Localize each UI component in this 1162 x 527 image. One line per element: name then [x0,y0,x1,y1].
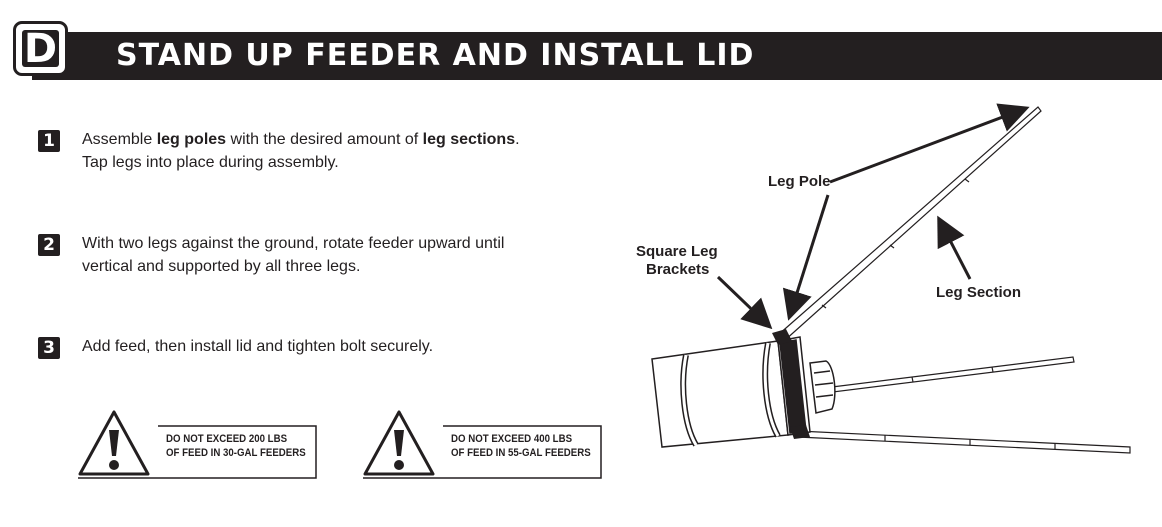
step-2-number: 2 [43,234,55,255]
feeder-leg-diagram: Leg Pole Square Leg Brackets Leg Section [600,95,1162,515]
step-1-term-leg-sections: leg sections [422,131,516,148]
label-square-leg-brackets-line2: Brackets [646,261,710,278]
warning-400lbs-line1: DO NOT EXCEED 400 LBS [451,433,573,445]
callout-arrows [716,103,1030,330]
step-3-text: Add feed, then install lid and tighten b… [82,335,602,358]
warning-200lbs-line2: OF FEED IN 30-GAL FEEDERS [166,447,306,459]
warning-400lbs: DO NOT EXCEED 400 LBS OF FEED IN 55-GAL … [363,408,608,480]
leg-middle [831,356,1075,393]
step-2-line2: vertical and supported by all three legs… [82,258,361,275]
feeder-barrel [651,336,836,448]
step-1-text: Assemble leg poles with the desired amou… [82,128,602,174]
exclamation-icon [394,430,404,470]
step-3-badge: 3 [38,337,60,359]
page-title: STAND UP FEEDER AND INSTALL LID [116,38,755,73]
warning-200lbs: DO NOT EXCEED 200 LBS OF FEED IN 30-GAL … [78,408,323,480]
step-1-badge: 1 [38,130,60,152]
exclamation-icon [109,430,119,470]
warning-400lbs-text: DO NOT EXCEED 400 LBS OF FEED IN 55-GAL … [451,432,591,460]
warning-200lbs-line1: DO NOT EXCEED 200 LBS [166,433,288,445]
leg-lower [797,430,1131,454]
header-bar [32,32,1162,80]
section-letter-fill: D [22,25,59,72]
step-1-text-a: Assemble [82,131,157,148]
step-1-number: 1 [43,130,55,151]
square-leg-bracket-lower [790,425,810,439]
label-square-leg-brackets-line1: Square Leg [636,243,718,260]
step-1-text-b: with the desired amount of [226,131,423,148]
warning-400lbs-line2: OF FEED IN 55-GAL FEEDERS [451,447,591,459]
step-2-badge: 2 [38,234,60,256]
square-leg-bracket-upper [772,329,792,345]
step-1-line2: Tap legs into place during assembly. [82,154,339,171]
step-1-text-c: . [515,131,520,148]
step-2-line1: With two legs against the ground, rotate… [82,235,505,252]
step-1-term-leg-poles: leg poles [156,131,227,148]
label-leg-pole: Leg Pole [768,173,831,190]
step-3-number: 3 [43,337,55,358]
section-letter: D [23,25,58,72]
feeder-illustration [651,103,1131,454]
step-2-text: With two legs against the ground, rotate… [82,232,602,278]
step-3-line1: Add feed, then install lid and tighten b… [82,338,434,355]
warning-200lbs-text: DO NOT EXCEED 200 LBS OF FEED IN 30-GAL … [166,432,306,460]
label-leg-section: Leg Section [936,284,1022,301]
section-letter-badge: D [13,21,68,76]
